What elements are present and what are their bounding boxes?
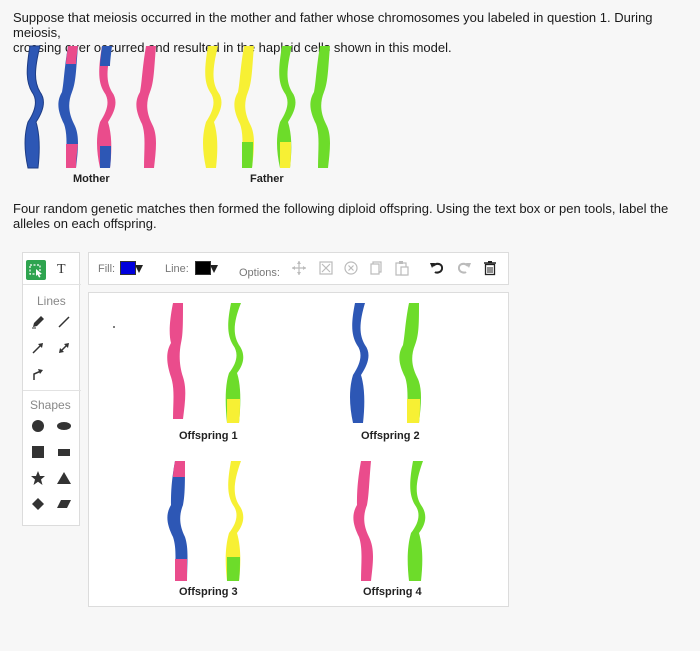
star-tool-button[interactable] [29,469,47,487]
father-chromosome-3 [277,46,296,168]
offspring-4-chromosome-a [353,461,373,581]
mother-chromosome-2 [58,46,78,168]
elbow-arrow-icon [33,369,43,380]
parallelogram-icon [57,500,71,508]
double-arrow-icon [59,343,69,353]
ellipse-tool-button[interactable] [55,417,73,435]
options-label: Options: [239,267,280,279]
move-icon [292,261,306,275]
offspring-1-chromosome-b [225,303,244,423]
copy-button[interactable] [368,260,384,276]
fill-color-picker[interactable] [120,261,144,275]
divider [23,284,81,285]
copy-icon [370,261,382,275]
parent-chromosomes-figure [24,45,330,169]
paste-button[interactable] [394,260,410,276]
line-color-swatch [195,261,211,275]
father-chromosome-2 [234,46,254,168]
tool-sidebar: T Lines Shapes [22,252,81,526]
square-icon [32,446,44,458]
divider [23,390,81,391]
square-tool-button[interactable] [29,443,47,461]
offspring-4-chromosome-b [407,461,426,581]
redo-icon [457,262,471,274]
mother-chromosome-1 [24,45,44,169]
offspring-chromosomes [167,303,426,581]
line-tool-button[interactable] [55,313,73,331]
lines-section-title: Lines [37,294,66,308]
diamond-icon [32,498,44,510]
rectangle-tool-button[interactable] [55,443,73,461]
ellipse-icon [57,422,71,430]
close-circle-icon [344,261,358,275]
pen-icon [32,316,44,329]
dropdown-arrow-icon [210,265,218,273]
arrow-tool-button[interactable] [29,339,47,357]
select-icon [29,264,42,278]
mother-chromosome-4 [136,46,156,168]
mother-chromosome-3 [97,46,116,168]
pen-tool-button[interactable] [29,313,47,331]
instruction-line-2: alleles on each offspring. [13,216,157,231]
offspring-1-label: Offspring 1 [179,430,238,442]
elbow-arrow-tool-button[interactable] [29,365,47,383]
offspring-4-label: Offspring 4 [363,586,422,598]
line-icon [58,316,70,328]
offspring-3-chromosome-a [167,461,188,581]
father-chromosome-4 [310,46,330,168]
select-tool-button[interactable] [26,260,46,280]
offspring-2-chromosome-a [350,303,369,423]
rectangle-icon [58,449,70,456]
offspring-3-label: Offspring 3 [179,586,238,598]
star-icon [31,471,45,485]
question-line-2: crossing over occurred and resulted in t… [13,40,452,55]
drawing-canvas[interactable]: Offspring 1 Offspring 2 Offspring 3 Offs… [88,292,509,607]
parallelogram-tool-button[interactable] [55,495,73,513]
instruction-text: Four random genetic matches then formed … [13,201,668,231]
question-line-1: Suppose that meiosis occurred in the mot… [13,10,653,40]
undo-icon [430,262,444,274]
trash-icon [484,261,496,276]
question-text: Suppose that meiosis occurred in the mot… [13,10,700,55]
offspring-3-chromosome-b [225,461,244,581]
undo-button[interactable] [429,260,445,276]
father-label: Father [250,173,284,185]
diamond-tool-button[interactable] [29,495,47,513]
canvas-dot [113,326,115,328]
mother-label: Mother [73,173,110,185]
instruction-line-1: Four random genetic matches then formed … [13,201,669,216]
top-toolbar: Fill: Line: Options: [88,252,509,285]
offspring-1-chromosome-a [167,303,186,419]
offspring-2-chromosome-b [399,303,421,423]
clear-button[interactable] [343,260,359,276]
fill-color-swatch [120,261,136,275]
fill-label: Fill: [98,263,116,275]
father-chromosome-1 [203,46,222,168]
triangle-tool-button[interactable] [55,469,73,487]
line-label: Line: [165,263,189,275]
delete-shape-button[interactable] [318,260,334,276]
paste-icon [395,261,409,276]
move-button[interactable] [291,260,307,276]
redo-button[interactable] [456,260,472,276]
trash-button[interactable] [482,260,498,276]
circle-icon [32,420,44,432]
line-color-picker[interactable] [195,261,219,275]
circle-tool-button[interactable] [29,417,47,435]
offspring-2-label: Offspring 2 [361,430,420,442]
double-arrow-tool-button[interactable] [55,339,73,357]
arrow-icon [32,343,43,354]
shapes-section-title: Shapes [30,398,71,412]
text-tool-button[interactable]: T [57,262,66,277]
dropdown-arrow-icon [135,265,143,273]
remove-box-icon [319,261,333,275]
triangle-icon [57,472,71,484]
